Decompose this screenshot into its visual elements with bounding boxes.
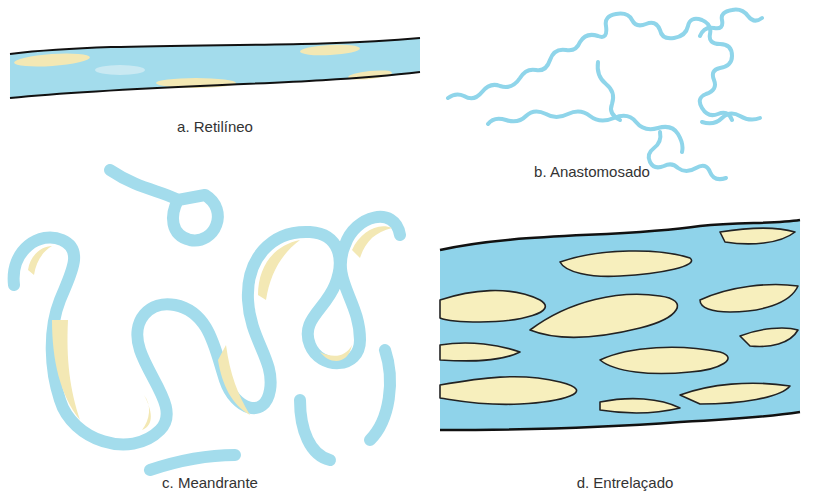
braided-channel xyxy=(440,220,800,430)
anastomosing-channels xyxy=(448,10,762,180)
caption-label: a. Retilíneo xyxy=(177,118,253,136)
caption-label: b. Anastomosado xyxy=(534,163,650,181)
caption-label: d. Entrelaçado xyxy=(577,474,674,492)
meandering-channel xyxy=(14,170,400,470)
caption-label: c. Meandrante xyxy=(162,474,258,492)
straight-channel xyxy=(10,38,420,98)
